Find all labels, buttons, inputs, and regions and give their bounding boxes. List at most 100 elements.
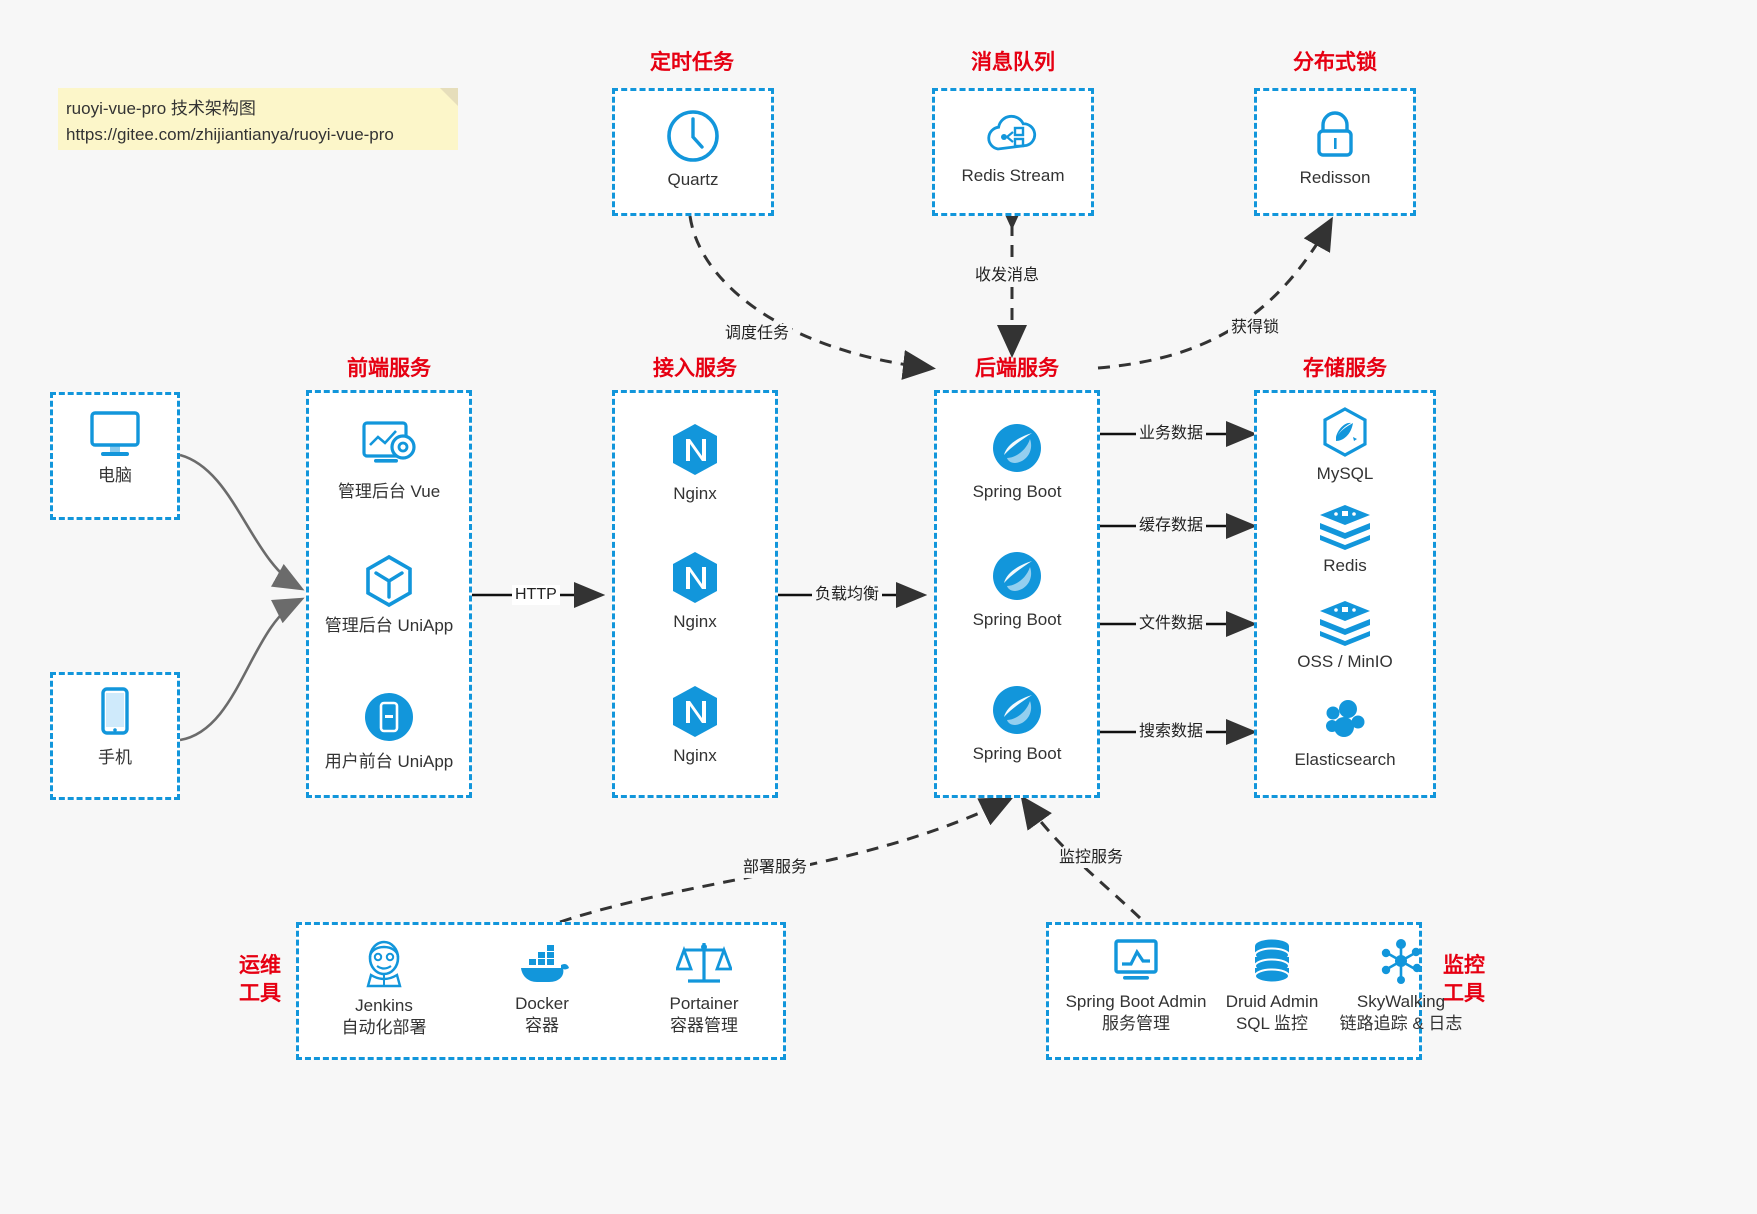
node-portainer[interactable]: Portainer 容器管理 [629, 937, 779, 1037]
node-label: 用户前台 UniApp [324, 752, 454, 771]
backend-group-title: 后端服务 [975, 357, 1059, 380]
node-label: Redis [1323, 556, 1367, 575]
edge-label-schedule-task: 调度任务 [722, 324, 793, 344]
monitor-group: Spring Boot Admin 服务管理 Druid Admin SQL 监… [1046, 922, 1462, 1060]
node-docker[interactable]: Docker 容器 [467, 941, 617, 1037]
node-label: Redis Stream [961, 166, 1065, 185]
node-label: Docker [515, 994, 569, 1013]
node-nginx-1[interactable]: Nginx [615, 421, 775, 505]
node-elasticsearch[interactable]: Elasticsearch [1257, 695, 1433, 771]
node-user-uniapp[interactable]: 用户前台 UniApp [309, 689, 469, 773]
backend-group: Spring Boot Spring Boot Spring Boot [934, 390, 1100, 798]
frontend-group-title: 前端服务 [347, 357, 431, 380]
edge-label-load-balance: 负载均衡 [812, 585, 883, 605]
node-sublabel: 自动化部署 [341, 1018, 427, 1037]
scheduler-group: Quartz [612, 88, 774, 216]
node-label: Jenkins [355, 996, 413, 1015]
node-admin-vue[interactable]: 管理后台 Vue [309, 419, 469, 503]
node-nginx-2[interactable]: Nginx [615, 549, 775, 633]
jenkins-butler-icon [366, 940, 402, 988]
node-label: Spring Boot [972, 610, 1062, 629]
edge-label-monitor-service: 监控服务 [1056, 848, 1127, 868]
node-druid-admin[interactable]: Druid Admin SQL 监控 [1197, 937, 1347, 1035]
spring-boot-icon [993, 552, 1041, 600]
node-mobile[interactable]: 手机 [53, 687, 177, 769]
monitor-title-line-1: 监控 [1443, 954, 1485, 977]
node-spring-boot-1[interactable]: Spring Boot [937, 419, 1097, 503]
node-spring-boot-2[interactable]: Spring Boot [937, 547, 1097, 631]
spring-boot-icon [993, 686, 1041, 734]
edge-label-deploy-service: 部署服务 [740, 858, 811, 878]
clock-icon [667, 110, 719, 162]
node-label: Redisson [1299, 168, 1371, 187]
node-label: 管理后台 Vue [337, 482, 441, 501]
object-storage-icon [1320, 601, 1370, 646]
cube-icon [366, 554, 412, 608]
spring-boot-icon [993, 424, 1041, 472]
edge-label-file-data: 文件数据 [1136, 614, 1207, 634]
node-spring-boot-admin[interactable]: Spring Boot Admin 服务管理 [1051, 937, 1221, 1035]
gateway-group-title: 接入服务 [653, 357, 737, 380]
mq-group-title: 消息队列 [971, 51, 1055, 74]
edge-label-acquire-lock: 获得锁 [1228, 318, 1283, 338]
node-quartz[interactable]: Quartz [615, 107, 771, 191]
mq-group: Redis Stream [932, 88, 1094, 216]
node-label: SkyWalking [1356, 992, 1446, 1011]
monitor-group-title: 监控 工具 [1432, 952, 1496, 1008]
mobile-app-icon [365, 693, 413, 741]
edge-label-http: HTTP [512, 585, 560, 605]
node-label: Nginx [673, 746, 717, 765]
edge-label-search-data: 搜索数据 [1136, 722, 1207, 742]
node-label: Nginx [673, 612, 717, 631]
edge-label-business-data: 业务数据 [1136, 424, 1207, 444]
node-sublabel: SQL 监控 [1235, 1014, 1309, 1033]
node-mysql[interactable]: MySQL [1257, 407, 1433, 485]
node-redis[interactable]: Redis [1257, 503, 1433, 577]
monitor-title-line-2: 工具 [1443, 982, 1485, 1005]
node-label: 手机 [98, 748, 132, 767]
scheduler-group-title: 定时任务 [650, 51, 734, 74]
edge-mobile-to-frontend [179, 597, 305, 742]
node-label: Spring Boot [972, 744, 1062, 763]
node-sublabel: 链路追踪 & 日志 [1339, 1014, 1463, 1033]
cloud-stream-icon [987, 114, 1037, 151]
desktop-computer-icon [90, 411, 140, 456]
edge-desktop-to-frontend [179, 453, 305, 591]
node-skywalking[interactable]: SkyWalking 链路追踪 & 日志 [1321, 937, 1481, 1035]
storage-group-title: 存储服务 [1303, 357, 1387, 380]
node-label: Spring Boot Admin [1065, 992, 1207, 1011]
gateway-group: Nginx Nginx Nginx [612, 390, 778, 798]
monitor-chart-icon [1114, 939, 1158, 980]
storage-group: MySQL Redis OSS / MinIO [1254, 390, 1436, 798]
node-jenkins[interactable]: Jenkins 自动化部署 [309, 937, 459, 1039]
node-label: 电脑 [98, 466, 132, 485]
lock-group-title: 分布式锁 [1293, 51, 1377, 74]
node-nginx-3[interactable]: Nginx [615, 683, 775, 767]
nginx-icon [673, 424, 717, 475]
edge-label-send-receive-message: 收发消息 [972, 266, 1043, 286]
padlock-icon [1317, 111, 1353, 157]
node-admin-uniapp[interactable]: 管理后台 UniApp [309, 553, 469, 637]
node-label: Nginx [673, 484, 717, 503]
mobile-phone-icon [101, 687, 129, 735]
nginx-icon [673, 686, 717, 737]
edge-acquire-lock [1097, 216, 1333, 370]
network-nodes-icon [1381, 939, 1422, 984]
lock-group: Redisson [1254, 88, 1416, 216]
devops-title-line-1: 运维 [239, 954, 281, 977]
devops-group: Jenkins 自动化部署 Docker 容器 [296, 922, 786, 1060]
node-spring-boot-3[interactable]: Spring Boot [937, 681, 1097, 765]
dashboard-gear-icon [362, 421, 416, 463]
node-desktop[interactable]: 电脑 [53, 409, 177, 487]
node-label: Quartz [667, 170, 719, 189]
node-label: Spring Boot [972, 482, 1062, 501]
note-url: https://gitee.com/zhijiantianya/ruoyi-vu… [66, 125, 394, 144]
node-oss-minio[interactable]: OSS / MinIO [1257, 599, 1433, 673]
node-redis-stream[interactable]: Redis Stream [935, 109, 1091, 187]
node-redisson[interactable]: Redisson [1257, 107, 1413, 189]
nginx-icon [673, 552, 717, 603]
scales-balance-icon [676, 943, 732, 983]
node-label: 管理后台 UniApp [324, 616, 454, 635]
edge-schedule-task [688, 215, 936, 380]
